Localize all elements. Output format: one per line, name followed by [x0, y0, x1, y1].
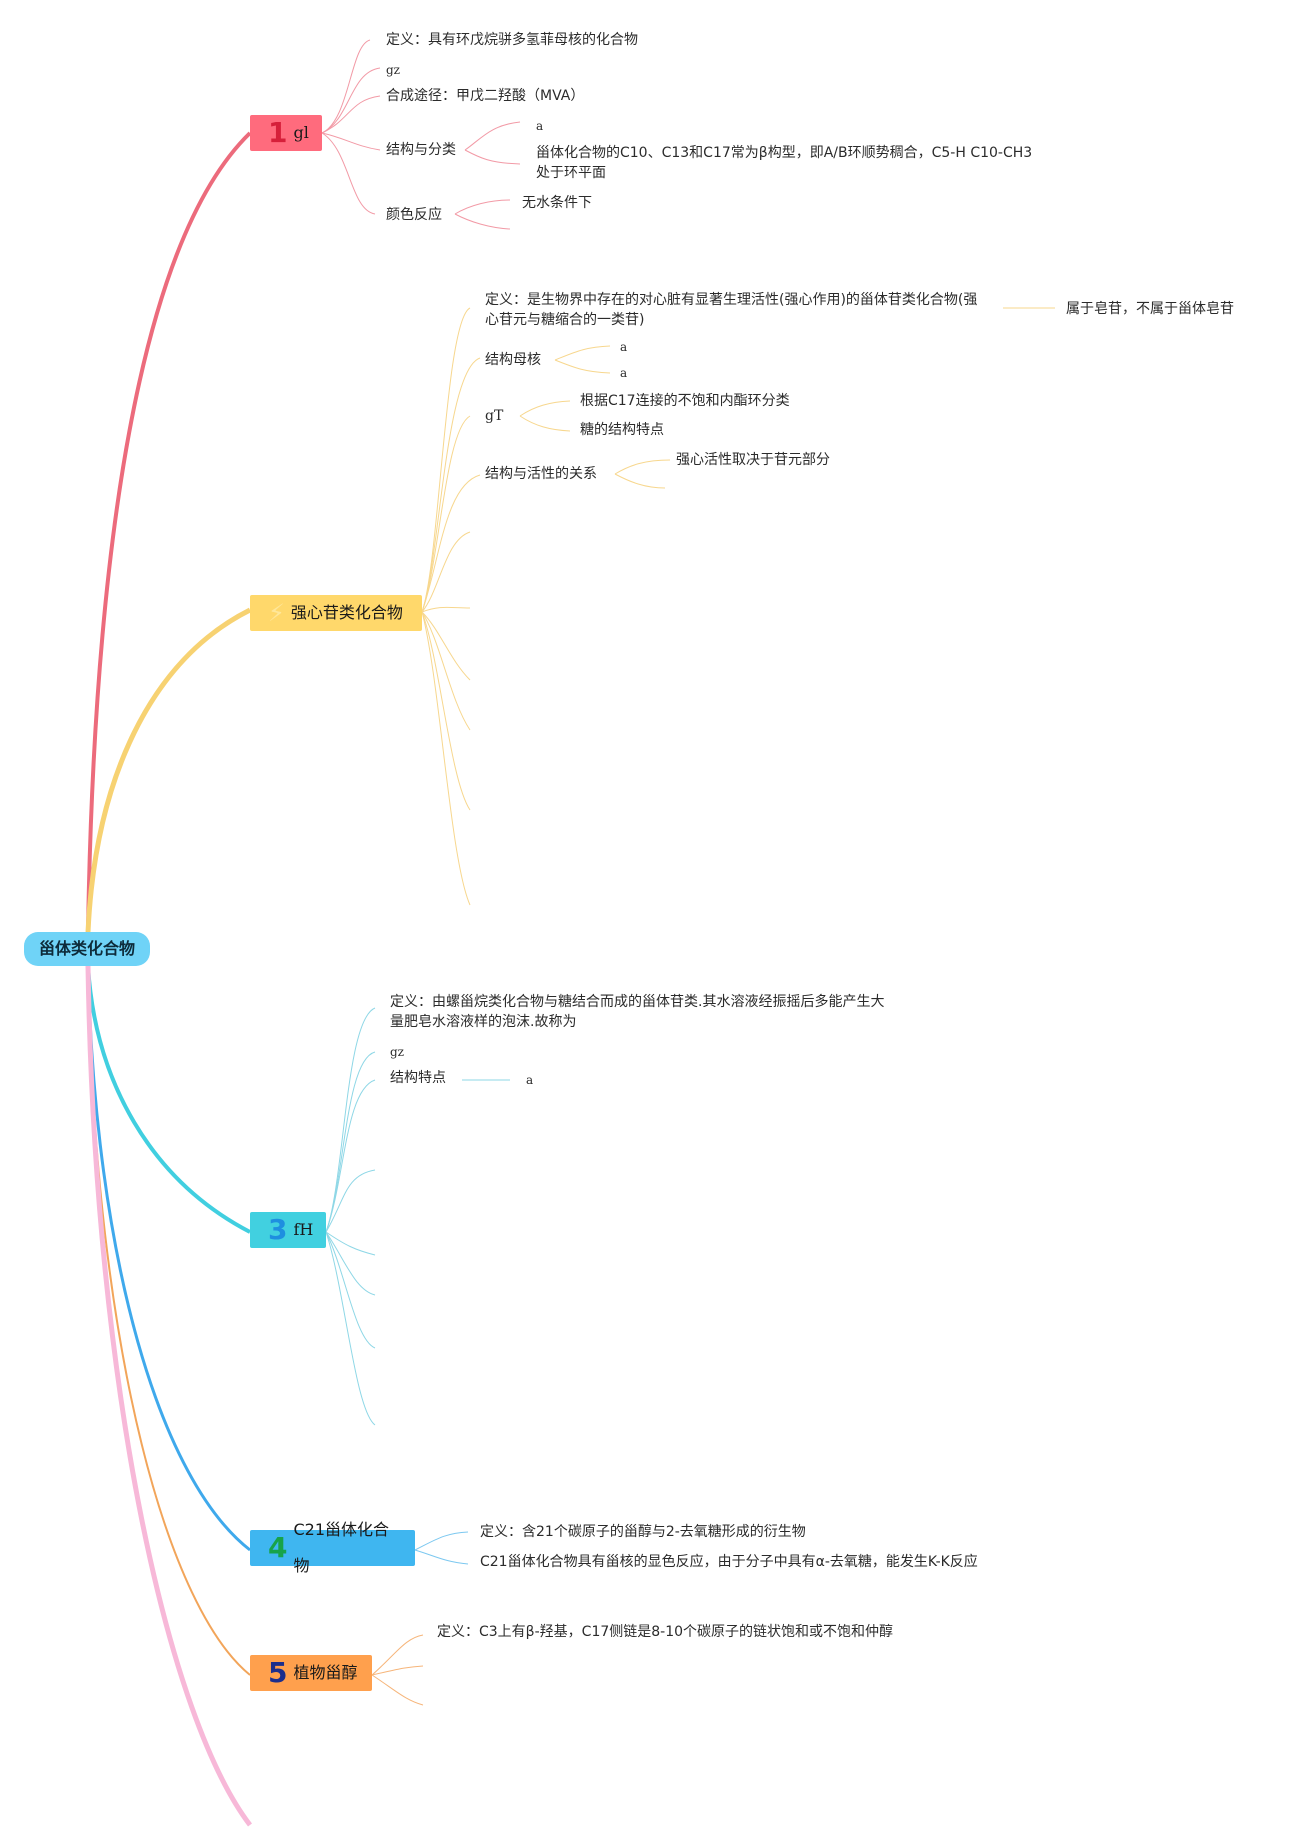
branch-node-2[interactable]: ⚡ 强心苷类化合物: [250, 595, 422, 631]
b2-gT-2[interactable]: 糖的结构特点: [580, 422, 664, 438]
b2-gT[interactable]: gT: [485, 408, 504, 424]
branch-label-1: gl: [293, 123, 309, 142]
branch-3-children-lines: [325, 1007, 510, 1426]
b1-color-reaction[interactable]: 颜色反应: [386, 207, 442, 223]
b2-definition-note[interactable]: 属于皂苷，不属于甾体皂苷: [1066, 301, 1234, 317]
b3-definition[interactable]: 定义：由螺甾烷类化合物与糖结合而成的甾体苷类.其水溶液经振摇后多能产生大量肥皂水…: [390, 994, 885, 1030]
branch-line-1: [86, 131, 252, 933]
branch-2-children-lines: [421, 307, 1055, 906]
branch-label-3: fH: [293, 1220, 314, 1239]
branch-line-2: [85, 607, 252, 933]
branch-line-extra: [85, 965, 252, 1827]
branch-number-3: 3: [268, 1213, 288, 1246]
branch-number-4: 4: [268, 1531, 288, 1564]
b1-pathway[interactable]: 合成途径：甲戊二羟酸（MVA）: [386, 88, 585, 104]
branch-5-children-lines: [371, 1634, 424, 1706]
branch-4-children-lines: [414, 1531, 469, 1565]
branch-node-5[interactable]: 5 植物甾醇: [250, 1655, 372, 1691]
branch-node-3[interactable]: 3 fH: [250, 1212, 326, 1248]
b3-structure-a[interactable]: a: [526, 1073, 534, 1087]
branch-label-2: 强心苷类化合物: [290, 603, 403, 622]
branch-label-5: 植物甾醇: [293, 1663, 358, 1682]
root-node[interactable]: 甾体类化合物: [24, 932, 150, 966]
b1-structure-a[interactable]: a: [536, 119, 544, 133]
branch-node-4[interactable]: 4 C21甾体化合物: [250, 1520, 415, 1575]
b2-nucleus-a2[interactable]: a: [620, 366, 628, 380]
b1-color-reaction-detail[interactable]: 无水条件下: [522, 195, 592, 211]
b2-nucleus[interactable]: 结构母核: [485, 352, 541, 368]
branch-line-3: [86, 965, 251, 1234]
b3-structure[interactable]: 结构特点: [390, 1070, 446, 1086]
lightning-icon: ⚡: [268, 599, 285, 627]
b3-gz[interactable]: gz: [390, 1045, 405, 1059]
b2-definition[interactable]: 定义：是生物界中存在的对心脏有显著生理活性(强心作用)的甾体苷类化合物(强心苷元…: [485, 292, 978, 328]
b2-gT-1[interactable]: 根据C17连接的不饱和内酯环分类: [580, 393, 790, 409]
branch-label-4: C21甾体化合物: [293, 1520, 390, 1575]
b1-structure[interactable]: 结构与分类: [386, 142, 456, 158]
b2-activity-1[interactable]: 强心活性取决于苷元部分: [676, 452, 830, 468]
b1-structure-detail[interactable]: 甾体化合物的C10、C13和C17常为β构型，即A/B环顺势稠合，C5-H C1…: [536, 145, 1033, 181]
b4-definition[interactable]: 定义：含21个碳原子的甾醇与2-去氧糖形成的衍生物: [480, 1524, 806, 1540]
branch-number-5: 5: [268, 1656, 288, 1689]
b1-definition[interactable]: 定义：具有环戊烷骈多氢菲母核的化合物: [386, 32, 638, 48]
branch-1-children-lines: [321, 39, 521, 230]
b4-reaction[interactable]: C21甾体化合物具有甾核的显色反应，由于分子中具有α-去氧糖，能发生K-K反应: [480, 1554, 978, 1570]
branch-node-1[interactable]: 1 gl: [250, 115, 322, 151]
b1-gz[interactable]: gz: [386, 63, 401, 77]
b5-definition[interactable]: 定义：C3上有β-羟基，C17侧链是8-10个碳原子的链状饱和或不饱和仲醇: [437, 1624, 894, 1640]
branch-number-1: 1: [268, 116, 288, 149]
b2-nucleus-a1[interactable]: a: [620, 340, 628, 354]
branch-line-4: [86, 965, 251, 1552]
b2-activity[interactable]: 结构与活性的关系: [485, 466, 597, 482]
